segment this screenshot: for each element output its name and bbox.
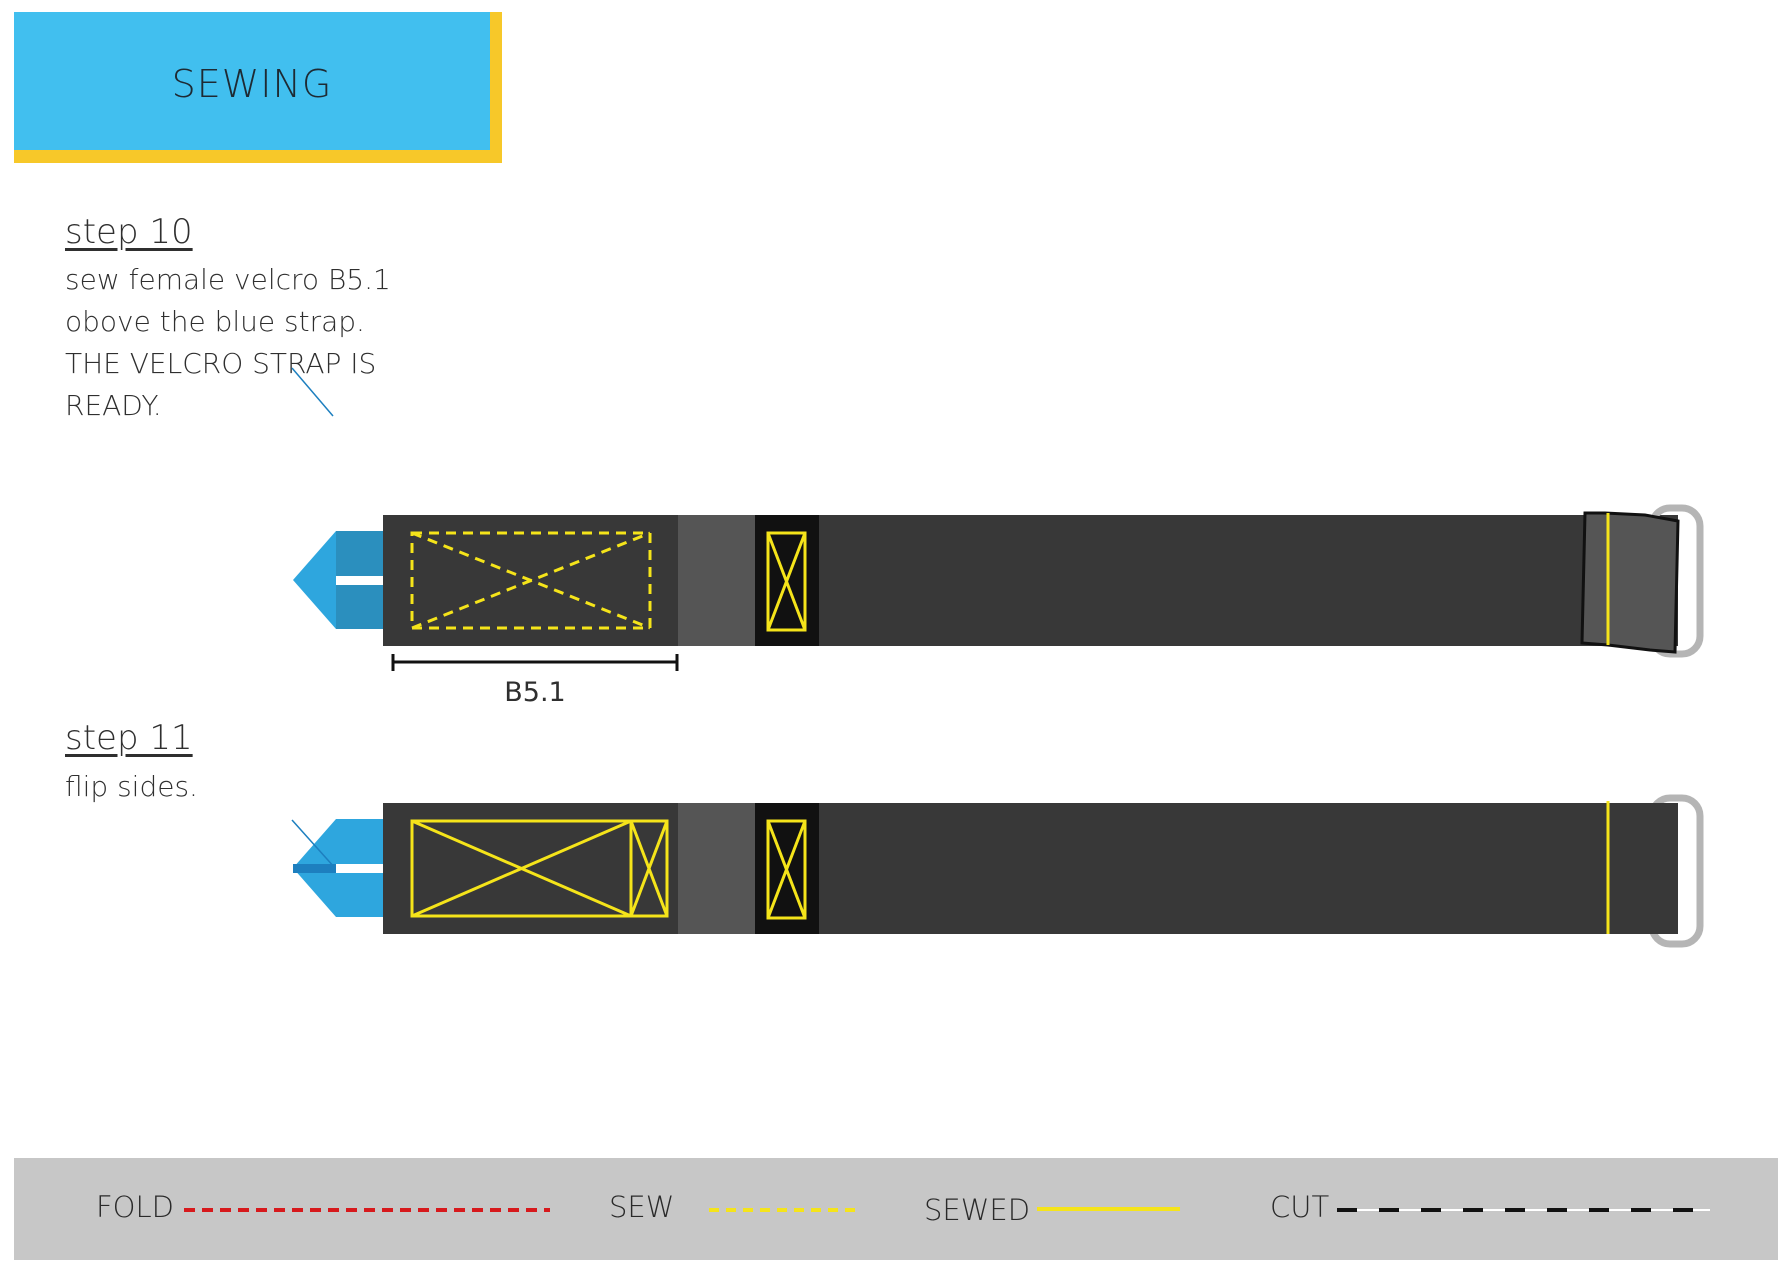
strap-fold-end [1580,511,1680,654]
velcro-b51-sewed-diagonal-2 [411,819,632,918]
velcro-end-diagonal-2 [629,820,669,917]
stray-pen-stroke [291,367,334,417]
legend-sew-label: SEW [609,1190,675,1224]
dimension-b51: B5.1 [391,654,679,708]
strap-body-2 [383,803,1678,934]
step-10-heading: step 10 [65,212,193,252]
step-11-line-1: flip sides. [65,770,198,803]
dimension-label: B5.1 [504,677,565,708]
buckle-slot-2 [336,864,384,873]
velcro-b51-sew-diagonal-2 [411,531,651,630]
sewed-box-diagonal-2 [766,532,807,631]
legend-sewed-label: SEWED [924,1193,1031,1227]
sewed-box [766,531,807,632]
sewed-box-2 [766,819,807,920]
step-10-instructions: sew female velcro B5.1 obove the blue st… [65,259,391,427]
legend-fold-label: FOLD [96,1190,174,1224]
velcro-end-box [629,819,669,918]
buckle-tip-2-shade [293,864,336,873]
step-10-line-4: READY. [65,389,162,422]
strap-section-mid [678,515,755,646]
header-title-box: SEWING [14,12,490,150]
step-10-line-3: THE VELCRO STRAP IS [65,347,377,380]
step-11-instructions: flip sides. [65,766,198,808]
buckle-slot [336,576,384,585]
strap-body [383,515,1678,646]
strap-end-2 [1610,803,1678,934]
header-banner: SEWING [14,12,502,163]
sewed-box-2-diagonal-2 [766,820,807,919]
strap-step-10 [293,504,1704,658]
velcro-b51-sew-outline [410,531,652,630]
step-10-line-2: obove the blue strap. [65,305,365,338]
step-11-heading: step 11 [65,718,193,758]
strap-section-mid-2 [678,803,755,934]
stray-pen-stroke-2 [291,819,336,869]
strap-step-11 [291,794,1704,948]
legend-bar [14,1158,1778,1260]
step-10-line-1: sew female velcro B5.1 [65,263,391,296]
page-title: SEWING [171,62,333,106]
legend-cut-label: CUT [1270,1190,1330,1224]
